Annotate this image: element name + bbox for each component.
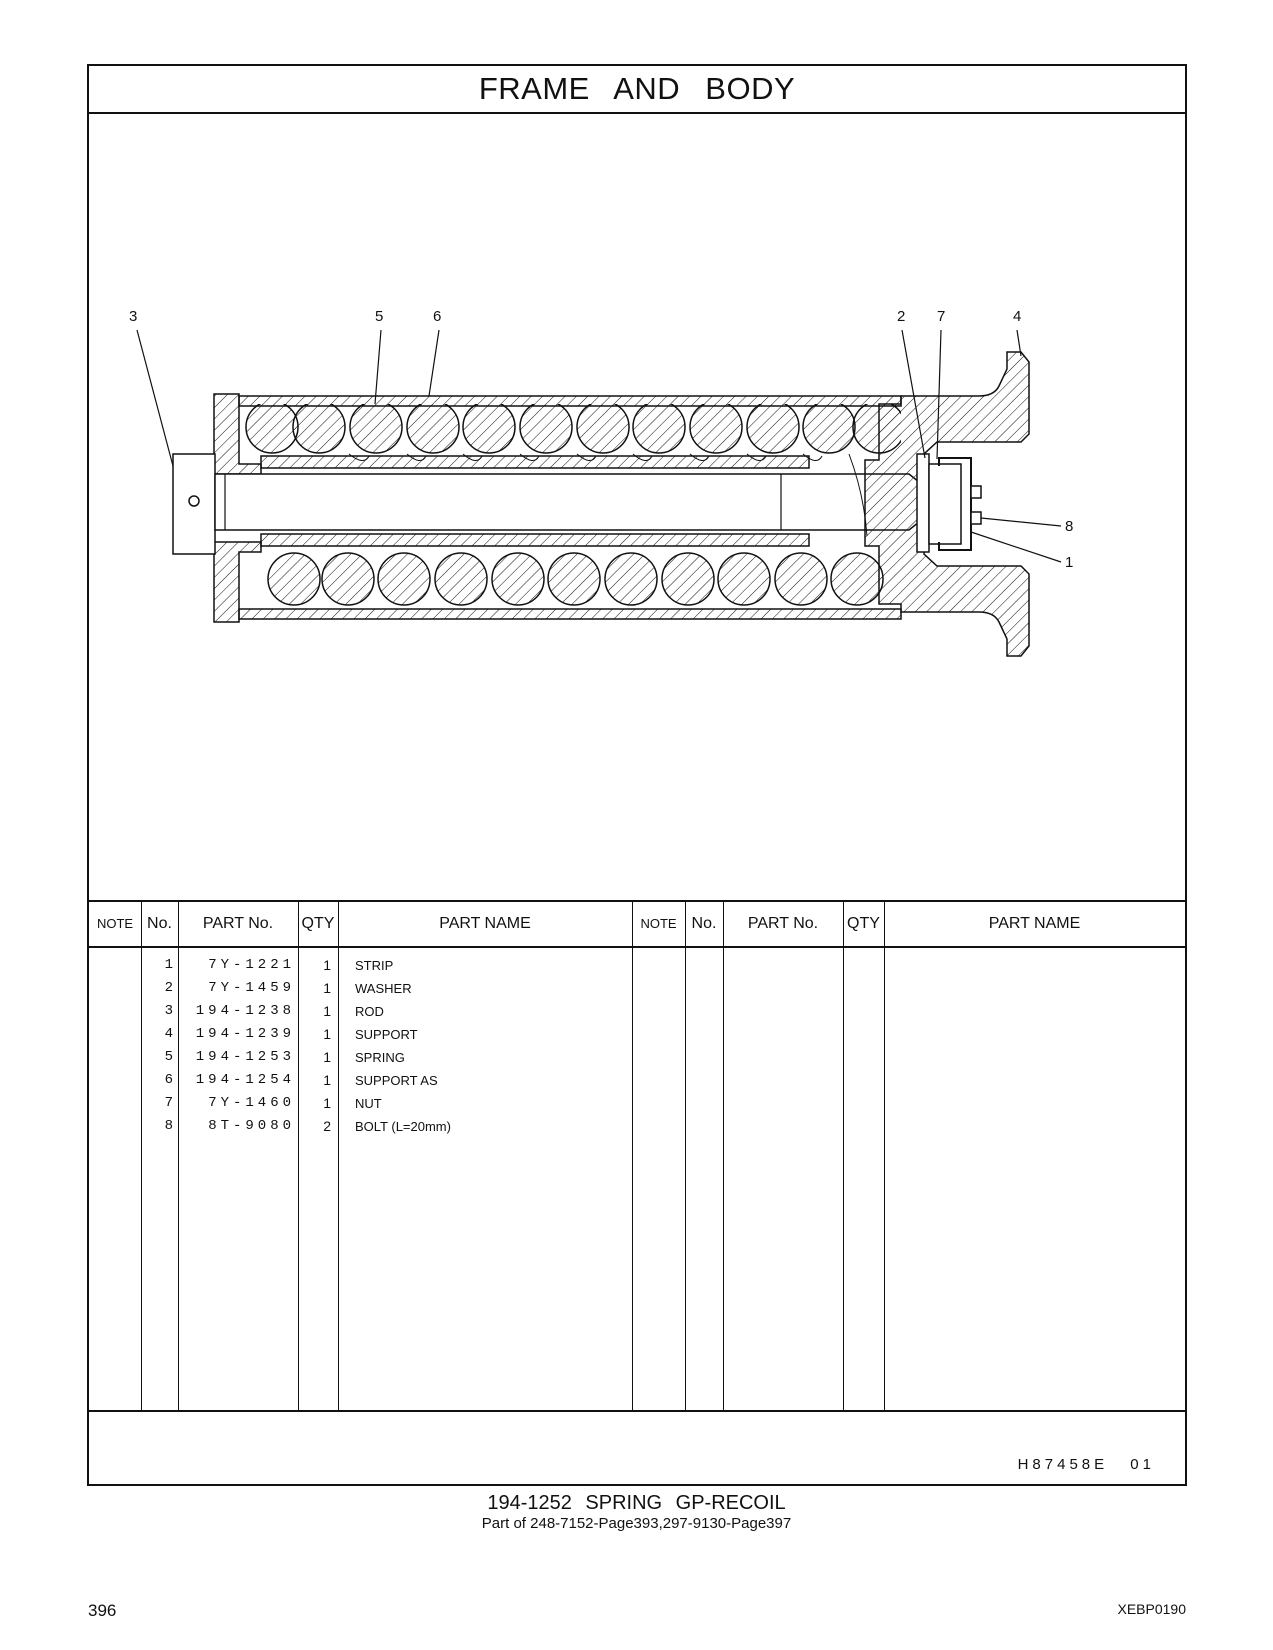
header-qty-right: QTY [847, 915, 880, 932]
row-qty: 1 [323, 1049, 331, 1065]
row-qty: 1 [323, 957, 331, 973]
callout-6: 6 [433, 308, 442, 325]
header-qty-left: QTY [301, 915, 335, 932]
col-divider [632, 900, 633, 1412]
row-part-no: 7Y-1460 [208, 1095, 295, 1111]
row-no: 4 [164, 1026, 173, 1042]
bolt-lower [970, 511, 982, 525]
row-part-no: 194-1239 [195, 1026, 295, 1042]
right-support [864, 351, 1030, 657]
col-divider [298, 900, 299, 1412]
spring-coils-upper [245, 404, 901, 454]
parts-page-frame: FRAME AND BODY [87, 64, 1187, 1486]
table-row: 6 194-1254 1 SUPPORT AS [89, 1069, 649, 1092]
exploded-drawing: 3 5 6 2 7 4 8 1 [89, 114, 1185, 900]
page-title: FRAME AND BODY [89, 66, 1185, 114]
rod [214, 473, 920, 531]
table-row: 8 8T-9080 2 BOLT (L=20mm) [89, 1115, 649, 1138]
header-no-right: No. [691, 915, 717, 932]
row-qty: 1 [323, 1095, 331, 1111]
document-code: XEBP0190 [1117, 1601, 1187, 1617]
page-number: 396 [88, 1601, 117, 1620]
table-row: 2 7Y-1459 1 WASHER [89, 977, 649, 1000]
col-divider [884, 900, 885, 1412]
table-row: 7 7Y-1460 1 NUT [89, 1092, 649, 1115]
row-no: 3 [164, 1003, 173, 1019]
row-qty: 2 [323, 1118, 331, 1134]
rod-end-hole [188, 495, 200, 507]
callout-4: 4 [1013, 308, 1022, 325]
col-divider [843, 900, 844, 1412]
row-part-no: 7Y-1459 [208, 980, 295, 996]
bolt-upper [970, 485, 982, 499]
row-no: 8 [164, 1118, 173, 1134]
col-divider [178, 900, 179, 1412]
table-row: 4 194-1239 1 SUPPORT [89, 1023, 649, 1046]
row-part-name: SUPPORT AS [355, 1073, 438, 1088]
header-partname-right: PART NAME [988, 915, 1081, 932]
header-partname-left: PART NAME [439, 915, 531, 932]
drawing-number: H87458E 01 [1017, 1456, 1155, 1473]
row-no: 2 [164, 980, 173, 996]
col-divider [141, 900, 142, 1412]
assembly-reference: Part of 248-7152-Page393,297-9130-Page39… [481, 1515, 792, 1532]
table-row: 3 194-1238 1 ROD [89, 1000, 649, 1023]
parts-table-body: 1 7Y-1221 1 STRIP 2 7Y-1459 1 WASHER 3 1… [89, 948, 1185, 1412]
recoil-spring-diagram [136, 329, 1062, 657]
row-part-no: 8T-9080 [208, 1118, 295, 1134]
row-qty: 1 [323, 1003, 331, 1019]
inner-sleeve-top [260, 455, 810, 469]
callout-1: 1 [1065, 554, 1074, 571]
row-part-no: 7Y-1221 [208, 957, 295, 973]
col-divider [723, 900, 724, 1412]
table-row: 5 194-1253 1 SPRING [89, 1046, 649, 1069]
row-part-name: NUT [355, 1096, 382, 1111]
row-qty: 1 [323, 980, 331, 996]
callout-3: 3 [129, 308, 138, 325]
assembly-caption: 194-1252 SPRING GP-RECOIL [487, 1492, 786, 1514]
parts-table-header: NOTE No. PART No. QTY PART NAME NOTE No.… [89, 900, 1185, 948]
callout-8: 8 [1065, 518, 1074, 535]
row-part-name: SUPPORT [355, 1027, 418, 1042]
row-no: 1 [164, 957, 173, 973]
callout-2: 2 [897, 308, 906, 325]
row-part-name: STRIP [355, 958, 394, 973]
row-part-no: 194-1254 [195, 1072, 295, 1088]
row-part-name: SPRING [355, 1050, 405, 1065]
row-no: 6 [164, 1072, 173, 1088]
col-divider [338, 900, 339, 1412]
row-qty: 1 [323, 1026, 331, 1042]
tube-bottom-wall [238, 608, 902, 620]
row-part-name: BOLT (L=20mm) [355, 1119, 451, 1134]
header-note-right: NOTE [640, 916, 677, 931]
row-part-no: 194-1238 [195, 1003, 295, 1019]
strip [938, 457, 972, 551]
nut [928, 463, 962, 545]
washer [916, 453, 930, 553]
header-partno-left: PART No. [202, 915, 274, 932]
leader-lines [136, 329, 1062, 563]
coil-wire-lines [348, 453, 868, 537]
row-part-no: 194-1253 [195, 1049, 295, 1065]
row-part-name: ROD [355, 1004, 384, 1019]
inner-sleeve-bottom [260, 533, 810, 547]
header-partno-right: PART No. [747, 915, 819, 932]
callout-5: 5 [375, 308, 384, 325]
tube-top-wall [238, 395, 902, 407]
row-part-name: WASHER [355, 981, 412, 996]
callout-7: 7 [937, 308, 946, 325]
table-row: 1 7Y-1221 1 STRIP [89, 954, 649, 977]
header-note-left: NOTE [96, 916, 134, 931]
header-no-left: No. [147, 915, 172, 932]
row-no: 5 [164, 1049, 173, 1065]
row-qty: 1 [323, 1072, 331, 1088]
row-no: 7 [164, 1095, 173, 1111]
spring-coils-lower [267, 552, 884, 606]
col-divider [685, 900, 686, 1412]
